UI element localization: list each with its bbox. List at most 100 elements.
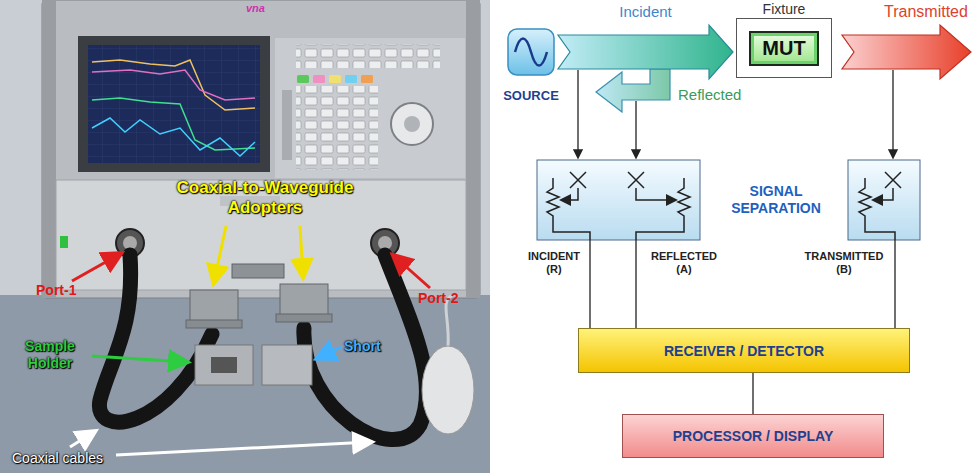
coupler-symbol <box>562 188 578 200</box>
signal-line <box>894 240 895 328</box>
node-text: Fixture <box>736 0 832 18</box>
source-block: SOURCE <box>496 28 566 103</box>
sample-line <box>577 70 578 157</box>
coaxial-cable <box>304 255 427 440</box>
leader-line <box>70 226 430 455</box>
coupler-box <box>537 160 700 240</box>
coupler-symbol <box>628 172 644 188</box>
node-text: MUT <box>762 37 805 60</box>
analyzer-body <box>42 0 56 298</box>
coupler-symbol <box>874 188 893 200</box>
analyzer-body <box>92 70 255 100</box>
waveguide-adapter <box>232 264 284 278</box>
analyzer-body <box>78 36 270 172</box>
analyzer-body <box>391 103 433 145</box>
waveguide-adapter <box>276 314 332 322</box>
sine-wave <box>515 39 547 66</box>
leader-line <box>214 226 226 282</box>
fixture-box: FixtureMUT <box>736 0 832 78</box>
reflected-arrow <box>596 69 670 112</box>
analyzer-body <box>466 0 480 298</box>
signal-line <box>635 240 636 328</box>
edge-label: Incident <box>616 3 675 20</box>
analyzer-body <box>296 44 440 68</box>
waveguide-adapter <box>280 284 328 318</box>
analyzer-body <box>42 0 480 298</box>
analyzer-body <box>404 116 420 132</box>
part-name: Coaxial-to-Waveguide Adopters <box>140 178 390 219</box>
sample-line <box>578 70 893 157</box>
coupler-symbol <box>859 178 871 226</box>
sample-line <box>892 70 893 157</box>
leader-line <box>70 432 94 447</box>
coupler-symbol <box>547 172 901 240</box>
connector <box>753 373 754 414</box>
node-text: SOURCE <box>503 88 559 103</box>
mouse <box>422 346 474 434</box>
sample-line <box>635 101 636 157</box>
sample-holder <box>195 345 253 385</box>
leader-line <box>318 347 341 358</box>
transmitted-arrow <box>842 25 971 79</box>
connector <box>558 25 733 79</box>
waveguide-adapter <box>186 264 332 328</box>
short-plate <box>262 345 312 385</box>
analyzer-body <box>329 75 341 83</box>
sample-holder <box>195 345 253 385</box>
mut-box: MUT <box>749 31 819 66</box>
analyzer-body <box>297 75 309 83</box>
analyzer-body <box>88 45 260 163</box>
receiver-box: RECEIVER / DETECTOR <box>578 328 910 373</box>
reflected-arrow <box>596 69 670 112</box>
short-plate <box>262 345 312 385</box>
processor-box: PROCESSOR / DISPLAY <box>622 414 884 458</box>
coaxial-cable <box>99 255 212 422</box>
connector-line <box>752 373 753 414</box>
coupler-symbol <box>865 226 895 240</box>
coupler-box <box>537 160 920 240</box>
block-title: SIGNAL SEPARATION <box>712 183 840 217</box>
screen-label: vna <box>246 2 265 15</box>
coupler-symbol <box>547 178 559 226</box>
coupler-symbol <box>636 188 675 200</box>
analyzer-body <box>92 60 255 110</box>
coupler-symbol <box>885 172 901 188</box>
leader-line <box>72 254 120 281</box>
source-icon-frame <box>508 29 554 75</box>
port-connector <box>116 229 399 257</box>
part-name: Short <box>344 338 381 355</box>
port-name: Port-1 <box>36 282 76 299</box>
analyzer-body <box>313 75 325 83</box>
signal-line <box>589 240 590 328</box>
photo-background <box>0 0 490 473</box>
leader-line <box>92 356 186 362</box>
coupler-box <box>848 160 920 240</box>
analyzer-body <box>282 90 292 160</box>
fixture-frame: MUT <box>736 18 832 78</box>
signal-line <box>590 240 895 328</box>
analyzer-body <box>345 75 357 83</box>
signal-name: TRANSMITTED (B) <box>800 250 888 276</box>
mouse <box>422 296 474 434</box>
signal-name: Reflected <box>678 86 741 104</box>
analyzer-body <box>92 118 255 156</box>
coupler-symbol <box>570 172 586 188</box>
port-name: Port-2 <box>418 290 458 307</box>
analyzer-body <box>60 236 68 248</box>
fat-arrow <box>558 25 733 79</box>
sample-holder <box>211 357 237 373</box>
coaxial-cable <box>99 255 426 440</box>
part-name: Sample Holder <box>14 338 86 372</box>
node-text: RECEIVER / DETECTOR <box>664 343 824 359</box>
analyzer-body <box>42 0 480 298</box>
analyzer-body <box>275 38 465 178</box>
leader-line <box>394 256 430 288</box>
waveguide-adapter <box>190 290 238 324</box>
part-name: Coaxial cables <box>12 450 103 467</box>
source-icon <box>507 28 555 76</box>
signal-name: REFLECTED (A) <box>644 250 724 276</box>
analyzer-body <box>88 45 260 163</box>
coupler-symbol <box>636 226 684 240</box>
